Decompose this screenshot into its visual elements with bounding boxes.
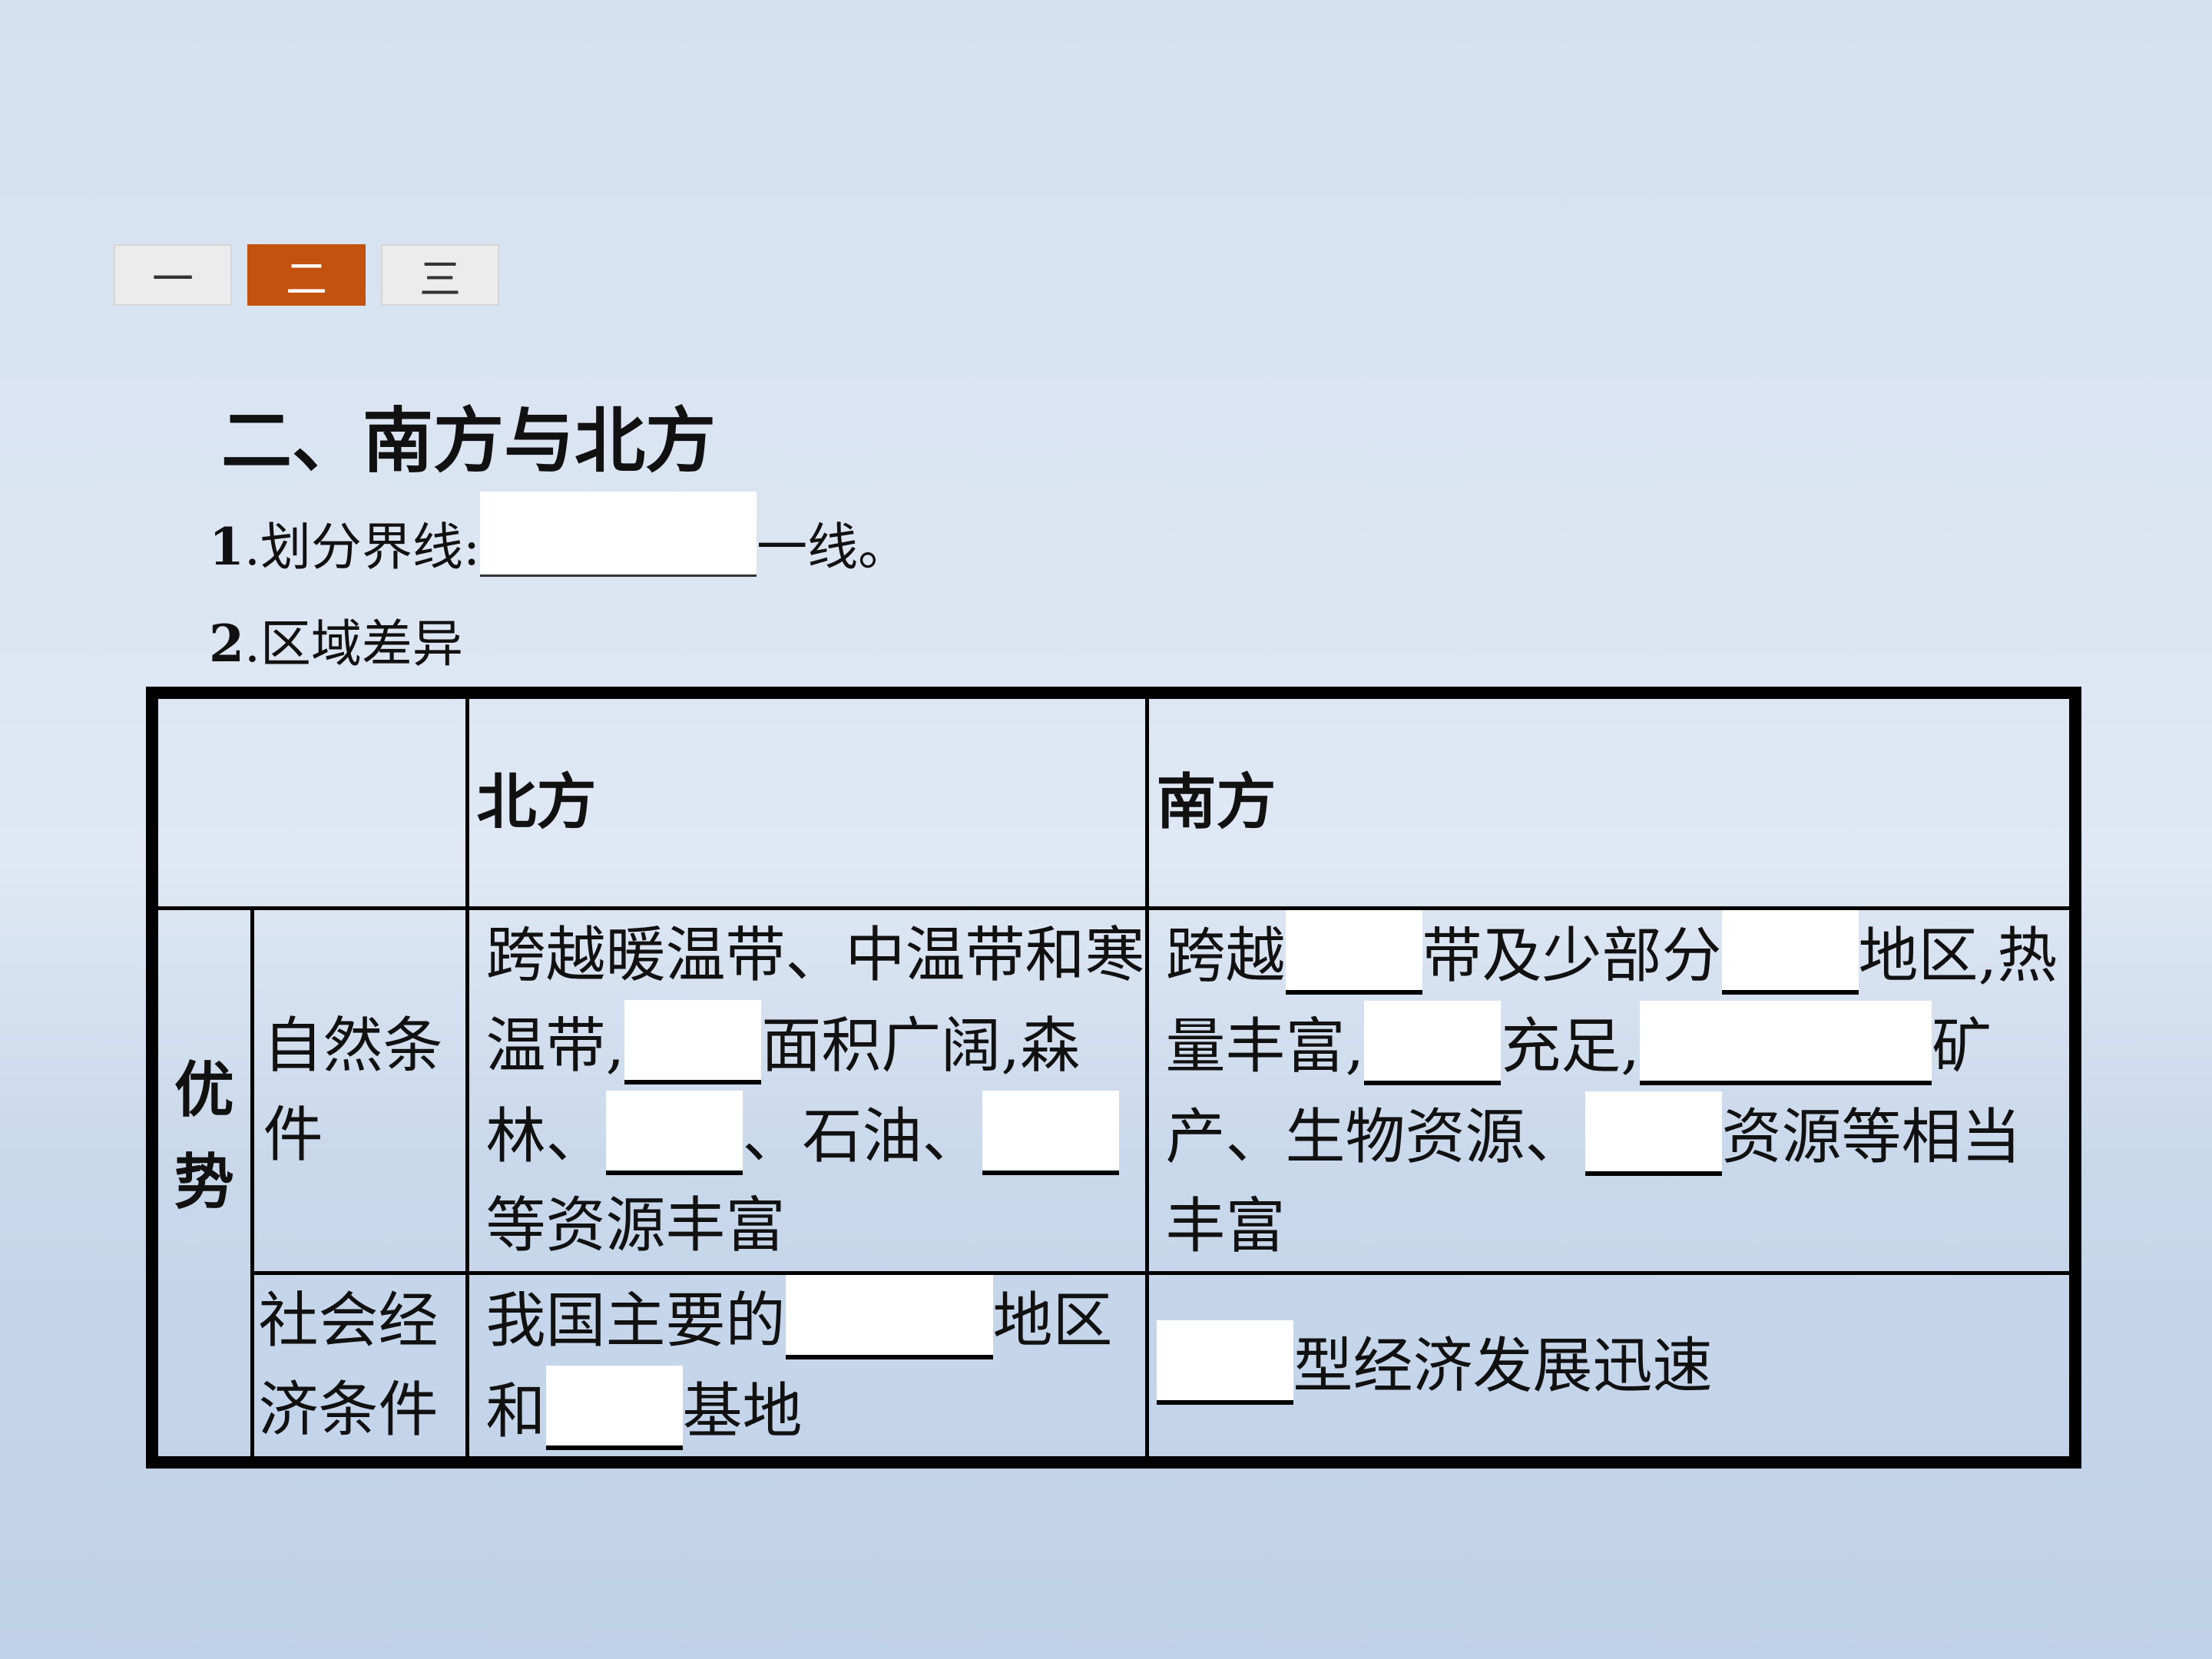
fill-blank xyxy=(480,492,757,577)
fill-blank xyxy=(982,1090,1119,1175)
header-empty-cell xyxy=(150,690,469,910)
fill-blank xyxy=(785,1274,993,1359)
regional-difference-item: 2.区域差异 xyxy=(209,605,463,683)
fill-blank xyxy=(1721,909,1859,995)
fill-blank xyxy=(1640,1000,1932,1085)
north-natural-cell: 跨越暖温带、中温带和寒温带,面积广阔,森林、、石油、等资源丰富 xyxy=(465,906,1149,1275)
fill-blank xyxy=(1584,1091,1722,1176)
tab-3[interactable]: 三 xyxy=(381,244,499,306)
row-label-advantage: 优势 xyxy=(150,906,254,1462)
fill-blank xyxy=(605,1090,743,1175)
fill-blank xyxy=(1364,1000,1502,1085)
item-label: .划分界线: xyxy=(243,518,481,577)
dividing-line-item: 1.划分界线: 一线。 xyxy=(209,492,909,586)
item-number: 2 xyxy=(209,614,244,674)
south-social-cell: 型经济发展迅速 xyxy=(1144,1270,2078,1464)
item-number: 1 xyxy=(209,517,244,577)
fill-blank xyxy=(545,1365,683,1450)
comparison-table: 北方 南方 优势 自然条件 跨越暖温带、中温带和寒温带,面积广阔,森林、、石油、… xyxy=(146,687,2081,1469)
north-social-cell: 我国主要的地区和基地 xyxy=(465,1270,1149,1464)
page-title: 二、南方与北方 xyxy=(221,400,717,482)
row-label-social: 社会经济条件 xyxy=(250,1270,469,1464)
tab-2[interactable]: 二 xyxy=(247,244,366,306)
header-south: 南方 xyxy=(1144,690,2078,910)
item-label: .区域差异 xyxy=(243,614,463,674)
row-label-natural: 自然条件 xyxy=(250,906,469,1275)
item-suffix: 一线。 xyxy=(757,518,909,577)
fill-blank xyxy=(1285,909,1422,995)
tab-1[interactable]: 一 xyxy=(114,244,232,306)
header-north: 北方 xyxy=(465,690,1149,910)
south-natural-cell: 跨越带及少部分地区,热量丰富,充足,矿产、生物资源、资源等相当丰富 xyxy=(1144,906,2078,1275)
section-tabs: 一 二 三 xyxy=(114,244,515,306)
fill-blank xyxy=(1156,1320,1293,1405)
fill-blank xyxy=(624,999,762,1084)
